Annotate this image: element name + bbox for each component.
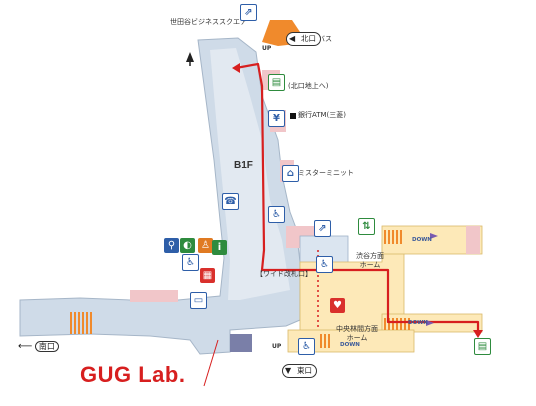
label-chuorinkan-platform: 中央林間方面 ホーム bbox=[336, 325, 378, 342]
route-path bbox=[235, 62, 480, 334]
atm-marker bbox=[290, 113, 296, 119]
label-up-south: UP bbox=[272, 343, 282, 350]
elevator-icon: ▤ bbox=[268, 74, 285, 91]
elevator-icon: ▤ bbox=[474, 338, 491, 355]
label-down-shibuya: DOWN bbox=[412, 237, 432, 243]
wheelchair-ticket-icon: ♿ bbox=[268, 206, 285, 223]
label-down-lower: DOWN bbox=[340, 342, 360, 348]
east-platform-end bbox=[466, 226, 480, 254]
telephone-icon: ☎ bbox=[222, 193, 239, 210]
exit-north: ◀ 北口 bbox=[286, 32, 321, 46]
chuorinkan-platform-stairs bbox=[384, 318, 410, 330]
west-stairs bbox=[70, 312, 92, 334]
shibuya-platform-corridor bbox=[381, 225, 483, 255]
exit-east: ▼ 東口 bbox=[282, 364, 317, 378]
escalator-icon: ⇗ bbox=[240, 4, 257, 21]
escalator-icon: ⇗ bbox=[314, 220, 331, 237]
label-bus: バス bbox=[318, 35, 332, 43]
route-arrow-top bbox=[232, 63, 240, 73]
lower-stairs bbox=[320, 334, 330, 348]
label-bank-atm: 銀行ATM(三菱) bbox=[298, 111, 347, 119]
exit-south: ⟵ 南口 bbox=[18, 341, 59, 352]
south-block bbox=[230, 334, 252, 352]
west-pink-block bbox=[130, 290, 178, 302]
label-down-chuorinkan: DOWN bbox=[408, 320, 428, 326]
ticket-machine-icon: ▭ bbox=[190, 292, 207, 309]
elevator-icon: ⇅ bbox=[358, 218, 375, 235]
shibuya-platform-stairs bbox=[384, 230, 402, 244]
brand-watermark: GUG Lab. bbox=[80, 362, 186, 387]
left-arrow-icon: ⟵ bbox=[18, 341, 33, 352]
left-arrow-icon: ◀ bbox=[289, 34, 296, 43]
label-setagaya-business-square: 世田谷ビジネススクエア bbox=[170, 18, 247, 26]
label-north-exit-to-street: (北口地上へ) bbox=[288, 82, 329, 90]
shop-icon: ⌂ bbox=[282, 165, 299, 182]
north-direction-arrow bbox=[186, 52, 194, 62]
concourse-highlight bbox=[210, 48, 290, 300]
wheelchair-icon: ♿ bbox=[316, 256, 333, 273]
label-up-north: UP bbox=[262, 45, 272, 52]
information-icon: i bbox=[212, 240, 227, 255]
label-shibuya-platform: 渋谷方面 ホーム bbox=[356, 252, 384, 269]
aed-icon: ♥ bbox=[330, 298, 345, 313]
down-arrow-right bbox=[430, 233, 438, 239]
down-arrow-lower bbox=[426, 320, 434, 326]
wheelchair-icon: ♿ bbox=[298, 338, 315, 355]
label-floor: B1F bbox=[234, 160, 253, 171]
label-mister-minit: ミスターミニット bbox=[298, 169, 354, 177]
restroom-icon: ⚲ bbox=[164, 238, 179, 253]
lower-platform-strip bbox=[287, 329, 415, 353]
restroom-icon: ◐ bbox=[180, 238, 195, 253]
brand-slash bbox=[203, 339, 219, 387]
label-wide-gate: 【ワイド改札口】 bbox=[256, 270, 312, 278]
atm-icon: ¥ bbox=[268, 110, 285, 127]
ticket-machine-icon: ▦ bbox=[200, 268, 215, 283]
down-arrow-icon: ▼ bbox=[285, 366, 292, 375]
nursing-room-icon: ♙ bbox=[198, 238, 213, 253]
accessible-toilet-icon: ♿ bbox=[182, 254, 199, 271]
route-arrow-end bbox=[473, 330, 483, 338]
